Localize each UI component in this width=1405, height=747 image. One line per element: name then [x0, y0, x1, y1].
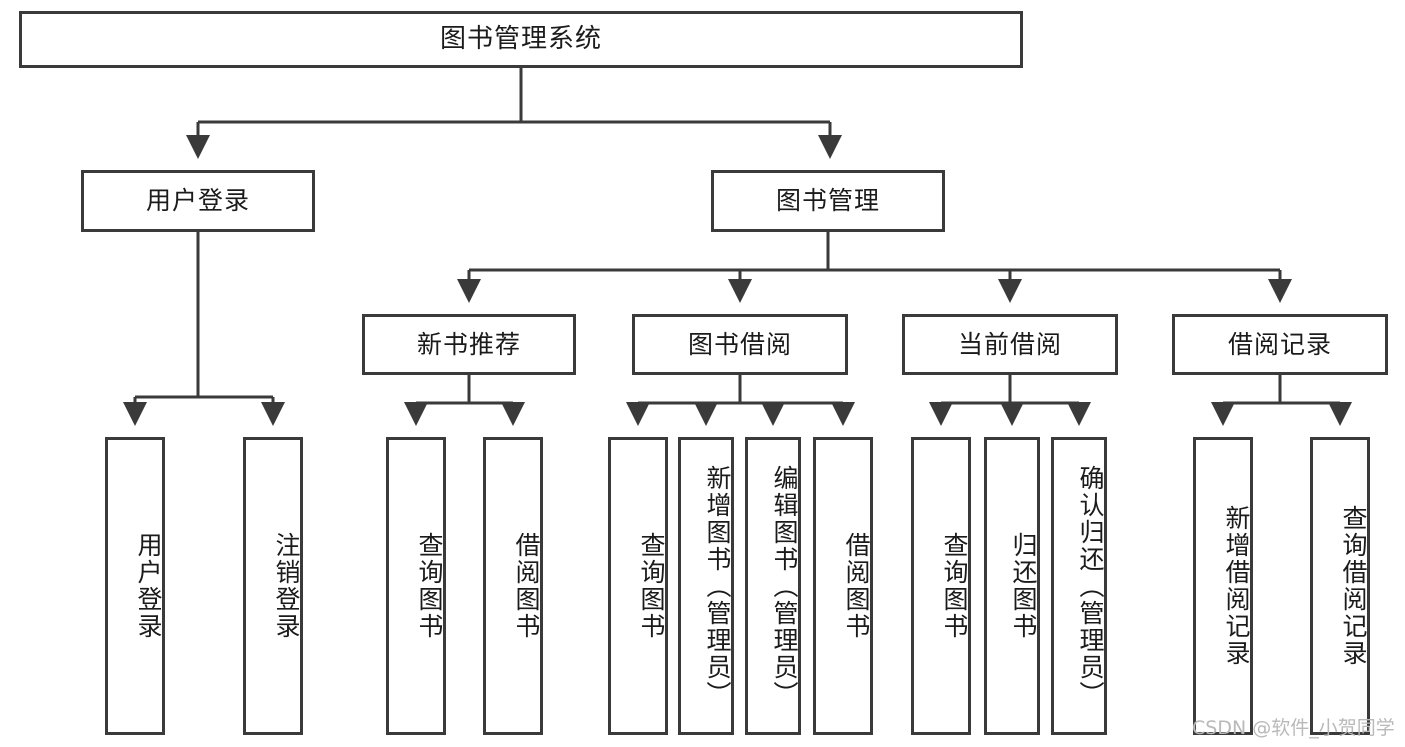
node-label: 借阅图书: [512, 532, 541, 640]
node-book-borrow[interactable]: 图书借阅: [632, 314, 848, 375]
node-user-login[interactable]: 用户登录: [81, 170, 315, 232]
node-label: 新书推荐: [416, 329, 521, 359]
node-label: 图书借阅: [687, 329, 792, 359]
node-leaf-query-book-recommendation[interactable]: 查询图书: [386, 437, 446, 735]
node-leaf-query-borrow-record[interactable]: 查询借阅记录: [1310, 437, 1370, 735]
node-label: 用户登录: [134, 532, 163, 640]
node-label: 新增借阅记录: [1222, 505, 1251, 667]
node-label: 编辑图书（管理员）: [770, 464, 799, 708]
node-label: 当前借阅: [957, 329, 1062, 359]
node-label: 归还图书: [1009, 532, 1038, 640]
node-label: 查询图书: [940, 532, 969, 640]
node-label: 注销登录: [272, 532, 301, 640]
node-new-book-recommendation[interactable]: 新书推荐: [362, 314, 576, 375]
node-leaf-query-book-borrow[interactable]: 查询图书: [608, 437, 668, 735]
node-leaf-confirm-return-admin[interactable]: 确认归还（管理员）: [1051, 437, 1107, 735]
node-leaf-user-login[interactable]: 用户登录: [105, 437, 165, 735]
node-label: 查询图书: [637, 532, 666, 640]
node-label: 查询图书: [415, 532, 444, 640]
node-label: 图书管理系统: [439, 24, 602, 55]
node-leaf-add-borrow-record[interactable]: 新增借阅记录: [1193, 437, 1253, 735]
node-label: 图书管理: [775, 186, 880, 216]
node-root-system[interactable]: 图书管理系统: [19, 11, 1023, 68]
node-leaf-borrow-book[interactable]: 借阅图书: [813, 437, 873, 735]
node-label: 确认归还（管理员）: [1076, 464, 1105, 708]
node-leaf-borrow-book-recommendation[interactable]: 借阅图书: [483, 437, 543, 735]
node-leaf-add-book-admin[interactable]: 新增图书（管理员）: [678, 437, 734, 735]
node-borrow-record[interactable]: 借阅记录: [1172, 314, 1388, 375]
node-label: 查询借阅记录: [1339, 505, 1368, 667]
node-leaf-query-book-current[interactable]: 查询图书: [911, 437, 971, 735]
node-label: 新增图书（管理员）: [703, 464, 732, 708]
node-label: 用户登录: [145, 186, 250, 216]
node-leaf-logout[interactable]: 注销登录: [243, 437, 303, 735]
node-leaf-return-book[interactable]: 归还图书: [984, 437, 1040, 735]
node-current-borrow[interactable]: 当前借阅: [902, 314, 1118, 375]
csdn-watermark: CSDN @软件_小贺同学: [1192, 717, 1395, 739]
node-label: 借阅记录: [1227, 329, 1332, 359]
node-book-manage[interactable]: 图书管理: [711, 170, 945, 232]
node-leaf-edit-book-admin[interactable]: 编辑图书（管理员）: [745, 437, 801, 735]
node-label: 借阅图书: [842, 532, 871, 640]
